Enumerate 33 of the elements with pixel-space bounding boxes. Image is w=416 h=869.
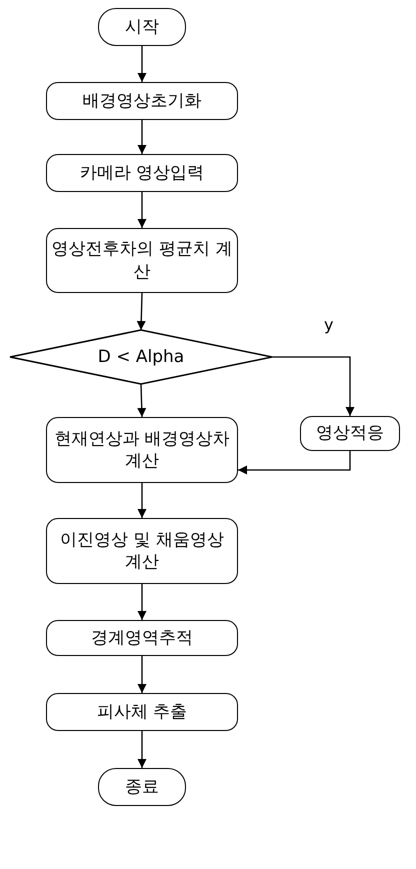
node-text: 영상전후차의 평균치 계산 [50, 238, 234, 283]
arrow [138, 483, 146, 518]
arrow [137, 384, 146, 418]
arrow [136, 292, 146, 330]
process-box [46, 417, 238, 483]
process-box [46, 228, 238, 293]
node-text: 현재연상과 배경영상차 계산 [53, 428, 231, 472]
arrow [238, 451, 351, 474]
node-text: 영상적응 [315, 422, 385, 445]
node-text: 경계영역추적 [90, 626, 194, 650]
terminal-box [98, 768, 186, 806]
arrow [138, 584, 146, 620]
node-text: 피사체 추출 [96, 700, 188, 724]
process-box [46, 82, 238, 120]
arrow [138, 46, 146, 82]
node-text: 종료 [124, 776, 160, 798]
process-box [46, 518, 238, 584]
arrow [138, 120, 146, 154]
process-box [46, 154, 238, 192]
arrow [138, 731, 146, 768]
arrow [138, 192, 146, 228]
decision-diamond [10, 330, 272, 384]
arrow [138, 656, 146, 693]
arrow [272, 356, 354, 416]
node-text: 이진영상 및 채움영상 계산 [59, 528, 225, 574]
node-text: 배경영상초기화 [82, 90, 202, 112]
node-text: D < Alpha [96, 346, 186, 368]
node-text: 카메라 영상입력 [78, 162, 206, 184]
process-box [46, 620, 238, 656]
process-box [300, 416, 400, 451]
node-text: 시작 [124, 16, 160, 38]
process-box [46, 693, 238, 731]
terminal-box [98, 8, 186, 46]
